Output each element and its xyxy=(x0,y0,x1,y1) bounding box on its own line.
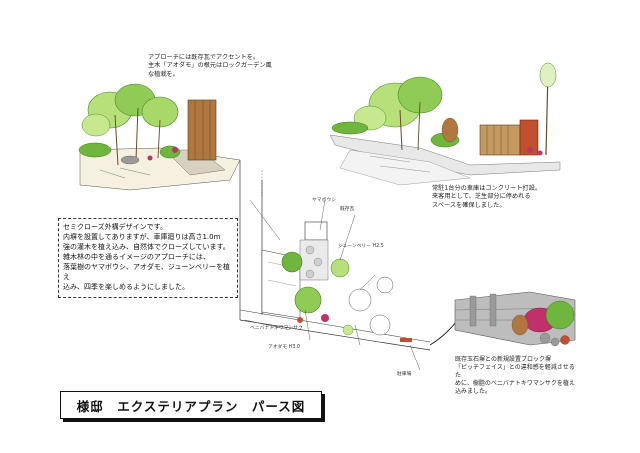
note-wall: 既存玉石塀との新規設置ブロック塀 「ピッチフェイス」との違和感を軽減させるた め… xyxy=(455,356,575,396)
plan-label: ジューンベリー H2.5 xyxy=(338,244,384,249)
plan-label: 既存瓦 xyxy=(340,207,355,212)
plan-label: アオダモ H3.0 xyxy=(268,345,300,350)
drawing-title: 様邸 エクステリアプラン パース図 xyxy=(76,398,306,414)
note-parking: 常駐1台分の車庫はコンクリート打設。 来客用として、芝生部分に停めれる スペース… xyxy=(432,185,542,209)
design-summary-box: セミクローズ外構デザインです。 内塀を設置してありますが、車庫廻りは高さ1.0m… xyxy=(58,218,238,298)
sketch-approach-perspective xyxy=(78,83,241,191)
design-summary-text: セミクローズ外構デザインです。 内塀を設置してありますが、車庫廻りは高さ1.0m… xyxy=(63,223,231,291)
plan-label: ヤマボウシ xyxy=(312,198,336,203)
site-plan xyxy=(239,160,431,371)
sketch-wall-planting xyxy=(454,291,576,347)
plan-label: 駐車場 xyxy=(397,372,412,377)
plan-label: ベニバナトキワマンサク xyxy=(250,326,303,331)
sketch-driveway-perspective xyxy=(329,62,561,186)
note-approach: アプローチには既存瓦でアクセントを。 主木「アオダモ」の根元はロックガーデン風 … xyxy=(148,54,272,78)
drawing-title-box: 様邸 エクステリアプラン パース図 xyxy=(60,391,322,419)
